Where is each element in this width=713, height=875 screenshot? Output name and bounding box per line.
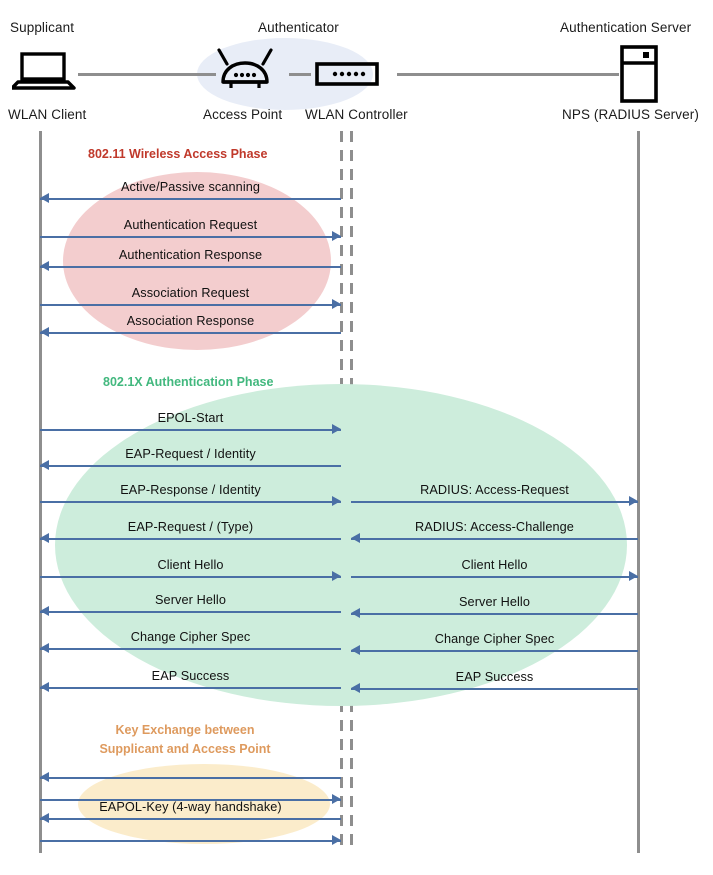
message-label: EAPOL-Key (4-way handshake): [99, 800, 282, 814]
network-switch-icon: [315, 62, 379, 91]
message-label: Association Response: [126, 314, 255, 328]
message-label: Association Request: [131, 286, 250, 300]
phase-ellipse-wireless-access: [63, 172, 331, 350]
message-arrowhead-right: [332, 835, 341, 846]
message-line: [40, 777, 341, 779]
message-line: [40, 840, 341, 842]
message-arrowhead-left: [40, 813, 49, 824]
message-line: [40, 465, 341, 467]
message-arrowhead-left: [40, 772, 49, 783]
message-arrowhead-left: [40, 327, 49, 338]
message-line: [351, 501, 638, 503]
message-line: [40, 501, 341, 503]
message-arrowhead-left: [40, 460, 49, 471]
message-arrowhead-left: [351, 645, 360, 656]
message-line: [40, 648, 341, 650]
phase-label-key-exchange: Key Exchange between Supplicant and Acce…: [85, 721, 285, 759]
message-line: [40, 538, 341, 540]
lifeline-supplicant: [39, 131, 42, 853]
actor-name-access-point: Access Point: [203, 107, 283, 122]
message-line: [351, 650, 638, 652]
message-line: [351, 538, 638, 540]
phase-label-key-exchange-line2: Supplicant and Access Point: [99, 742, 271, 756]
message-line: [351, 688, 638, 690]
message-label: Client Hello: [461, 558, 528, 572]
laptop-icon: [10, 52, 76, 95]
message-label: Active/Passive scanning: [120, 180, 261, 194]
phase-ellipse-dot1x-authentication: [55, 384, 627, 706]
actor-name-wlan-controller: WLAN Controller: [305, 107, 408, 122]
message-arrowhead-right: [332, 424, 341, 435]
wire-controller-to-server: [397, 73, 619, 76]
server-rack-icon: [620, 45, 658, 108]
message-line: [40, 429, 341, 431]
message-label: EAP Success: [151, 669, 230, 683]
actor-role-authenticator: Authenticator: [258, 20, 339, 35]
actor-name-nps-radius-server: NPS (RADIUS Server): [562, 107, 699, 122]
message-line: [351, 576, 638, 578]
actor-name-wlan-client: WLAN Client: [8, 107, 87, 122]
message-label: Change Cipher Spec: [130, 630, 251, 644]
message-arrowhead-right: [332, 571, 341, 582]
message-line: [40, 576, 341, 578]
message-label: RADIUS: Access-Challenge: [415, 520, 574, 534]
phase-label-wireless-access: 802.11 Wireless Access Phase: [88, 147, 268, 161]
message-label: Authentication Response: [118, 248, 263, 262]
message-arrowhead-right: [332, 299, 341, 310]
message-arrowhead-left: [40, 643, 49, 654]
message-label: Authentication Request: [123, 218, 258, 232]
message-label: Server Hello: [154, 593, 227, 607]
phase-label-dot1x-authentication: 802.1X Authentication Phase: [103, 375, 274, 389]
message-arrowhead-left: [40, 606, 49, 617]
message-arrowhead-left: [40, 193, 49, 204]
message-line: [351, 613, 638, 615]
message-label: RADIUS: Access-Request: [420, 483, 569, 497]
message-label: Server Hello: [458, 595, 531, 609]
message-line: [40, 266, 341, 268]
message-line: [40, 799, 341, 801]
message-arrowhead-left: [40, 682, 49, 693]
wire-client-to-ap: [78, 73, 216, 76]
message-arrowhead-right: [332, 231, 341, 242]
message-arrowhead-left: [351, 683, 360, 694]
phase-label-key-exchange-line1: Key Exchange between: [115, 723, 255, 737]
message-line: [40, 332, 341, 334]
message-label: Client Hello: [157, 558, 224, 572]
message-arrowhead-right: [332, 496, 341, 507]
message-line: [40, 687, 341, 689]
message-label: Change Cipher Spec: [434, 632, 555, 646]
message-label: EAP-Request / (Type): [127, 520, 254, 534]
message-arrowhead-right: [629, 571, 638, 582]
message-line: [40, 611, 341, 613]
message-line: [40, 304, 341, 306]
actor-role-supplicant: Supplicant: [10, 20, 75, 35]
message-label: EAP-Response / Identity: [120, 483, 261, 497]
message-arrowhead-right: [629, 496, 638, 507]
message-arrowhead-left: [40, 533, 49, 544]
wireless-access-point-icon: [215, 48, 275, 97]
message-line: [40, 198, 341, 200]
message-label: EPOL-Start: [157, 411, 224, 425]
message-arrowhead-left: [351, 608, 360, 619]
message-arrowhead-left: [40, 261, 49, 272]
message-arrowhead-right: [332, 794, 341, 805]
message-arrowhead-left: [351, 533, 360, 544]
message-line: [40, 236, 341, 238]
message-label: EAP Success: [455, 670, 534, 684]
wire-ap-to-controller: [289, 73, 311, 76]
message-label: EAP-Request / Identity: [125, 447, 256, 461]
actor-role-authentication-server: Authentication Server: [560, 20, 692, 35]
lifeline-auth-server: [637, 131, 640, 853]
message-line: [40, 818, 341, 820]
